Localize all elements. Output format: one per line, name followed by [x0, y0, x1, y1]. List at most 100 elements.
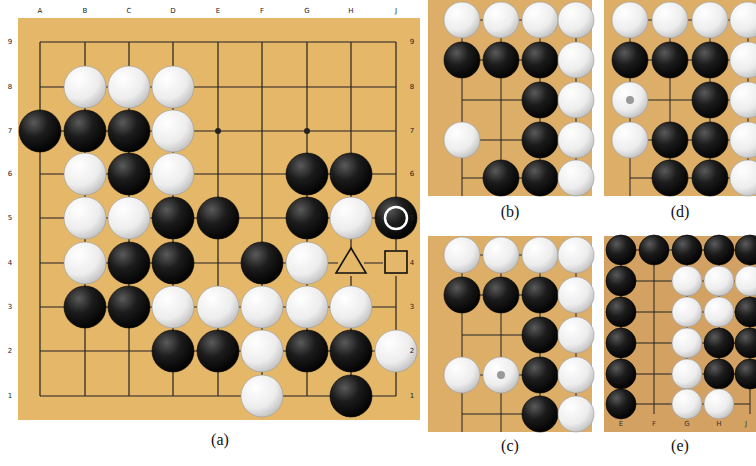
coordinate-label: 7: [8, 128, 12, 135]
white-stone: [375, 330, 417, 372]
star-point: [215, 128, 221, 134]
last-move-marker: [385, 207, 407, 229]
black-stone: [241, 242, 283, 284]
white-stone: [108, 66, 150, 108]
black-stone: [652, 160, 688, 196]
black-stone: [522, 82, 558, 118]
white-stone: [444, 237, 480, 273]
white-stone: [444, 2, 480, 38]
black-stone: [108, 242, 150, 284]
white-stone: [444, 122, 480, 158]
coordinate-label: F: [652, 421, 656, 428]
black-stone: [522, 122, 558, 158]
white-stone: [730, 82, 756, 118]
black-stone: [606, 359, 636, 389]
white-stone: [522, 237, 558, 273]
black-stone: [735, 359, 756, 389]
dot-marker: [626, 96, 634, 104]
white-stone: [558, 396, 594, 432]
panel-caption: (b): [501, 204, 520, 220]
white-stone: [197, 286, 239, 328]
coordinate-label: C: [127, 8, 132, 15]
white-stone: [672, 389, 702, 419]
black-stone: [692, 82, 728, 118]
patch: [383, 250, 409, 276]
black-stone: [330, 375, 372, 417]
white-stone: [64, 197, 106, 239]
black-stone: [64, 110, 106, 152]
white-stone: [152, 66, 194, 108]
black-stone: [612, 42, 648, 78]
star-point: [304, 128, 310, 134]
coordinate-label: H: [716, 421, 721, 428]
black-stone: [522, 396, 558, 432]
coordinate-label: G: [684, 421, 689, 428]
black-stone: [330, 330, 372, 372]
coordinate-label: G: [304, 8, 309, 15]
white-stone: [730, 160, 756, 196]
white-stone: [241, 375, 283, 417]
coordinate-label: E: [216, 8, 220, 15]
black-stone: [152, 330, 194, 372]
white-stone: [672, 297, 702, 327]
black-stone: [692, 122, 728, 158]
white-stone: [558, 357, 594, 393]
coordinate-label: B: [83, 8, 88, 15]
black-stone: [286, 197, 328, 239]
black-stone: [197, 197, 239, 239]
white-stone: [286, 242, 328, 284]
coordinate-label: 9: [410, 39, 414, 46]
panel-caption: (d): [671, 204, 690, 220]
white-stone: [672, 266, 702, 296]
white-stone: [330, 286, 372, 328]
white-stone: [704, 297, 734, 327]
coordinate-label: 5: [8, 215, 12, 222]
coordinate-label: 6: [410, 171, 414, 178]
black-stone: [483, 42, 519, 78]
white-stone: [286, 286, 328, 328]
black-stone: [286, 153, 328, 195]
black-stone: [444, 42, 480, 78]
black-stone: [522, 42, 558, 78]
triangle-marker: [336, 248, 366, 273]
white-stone: [558, 317, 594, 353]
white-stone: [483, 357, 519, 393]
black-stone: [606, 297, 636, 327]
black-stone: [704, 235, 734, 265]
white-stone: [483, 237, 519, 273]
black-stone: [108, 110, 150, 152]
black-stone: [606, 389, 636, 419]
white-stone: [558, 160, 594, 196]
white-stone: [108, 197, 150, 239]
black-stone: [444, 277, 480, 313]
black-stone: [522, 317, 558, 353]
white-stone: [64, 153, 106, 195]
coordinate-label: 7: [410, 128, 414, 135]
white-stone: [522, 2, 558, 38]
coordinate-label: 4: [8, 260, 12, 267]
coordinate-label: E: [619, 421, 623, 428]
black-stone: [522, 357, 558, 393]
black-stone: [672, 235, 702, 265]
coordinate-label: 1: [410, 393, 414, 400]
white-stone: [241, 330, 283, 372]
white-stone: [612, 82, 648, 118]
white-stone: [558, 122, 594, 158]
board-e: [604, 236, 756, 432]
coordinate-label: 8: [8, 84, 12, 91]
panel-caption: (e): [671, 438, 689, 454]
black-stone: [330, 153, 372, 195]
white-stone: [692, 2, 728, 38]
coordinate-label: 2: [410, 348, 414, 355]
black-stone: [108, 153, 150, 195]
black-stone: [522, 277, 558, 313]
coordinate-label: J: [395, 8, 397, 15]
coordinate-label: 9: [8, 39, 12, 46]
coordinate-label: 3: [410, 304, 414, 311]
white-stone: [558, 42, 594, 78]
black-stone: [639, 235, 669, 265]
white-stone: [558, 277, 594, 313]
black-stone: [152, 197, 194, 239]
white-stone: [558, 82, 594, 118]
